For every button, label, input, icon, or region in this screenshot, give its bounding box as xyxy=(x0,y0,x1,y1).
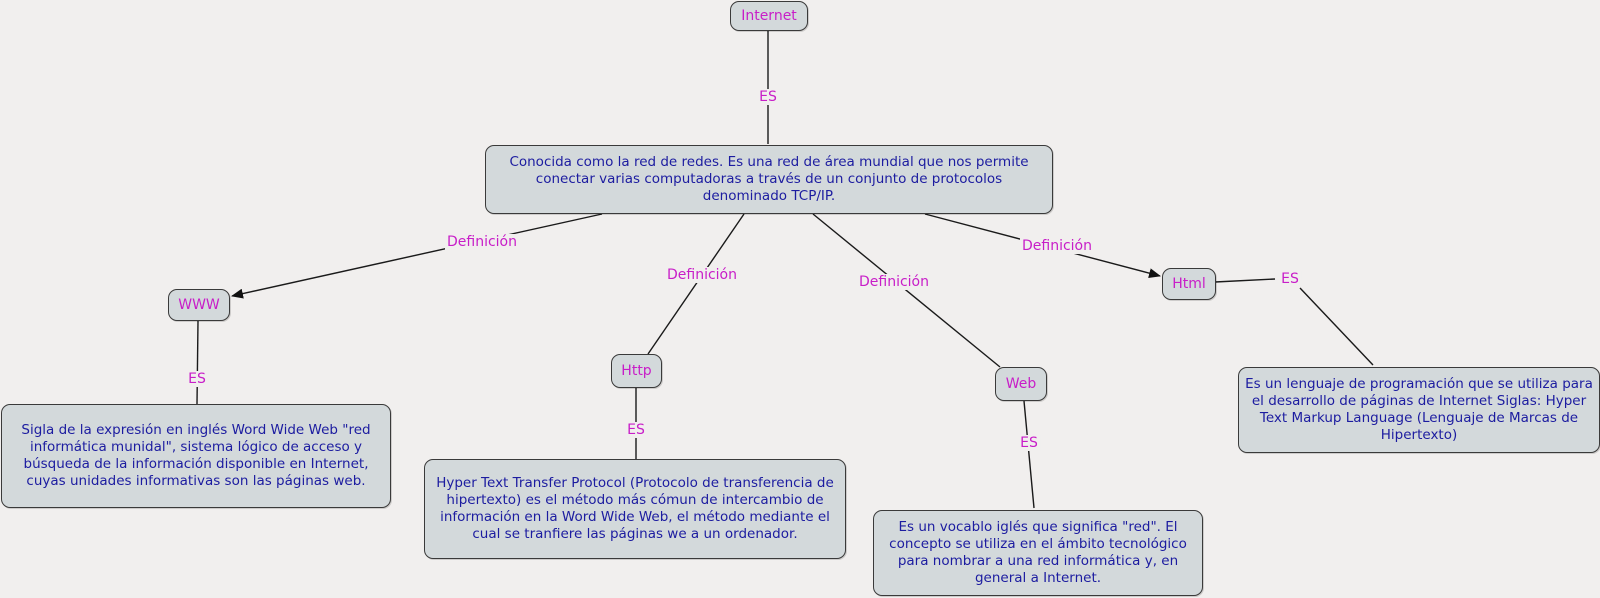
node-www-description-text: Sigla de la expresión en inglés Word Wid… xyxy=(21,422,371,489)
node-www[interactable]: WWW xyxy=(168,289,230,321)
node-web-description[interactable]: Es un vocablo iglés que significa "red".… xyxy=(873,510,1203,596)
node-html-label: Html xyxy=(1172,276,1206,292)
node-internet-description[interactable]: Conocida como la red de redes. Es una re… xyxy=(485,145,1053,214)
node-http-description[interactable]: Hyper Text Transfer Protocol (Protocolo … xyxy=(424,459,846,559)
link-label-http-es: ES xyxy=(625,422,647,438)
node-html-description[interactable]: Es un lenguaje de programación que se ut… xyxy=(1238,367,1600,453)
node-web-label: Web xyxy=(1005,376,1037,392)
node-web-description-text: Es un vocablo iglés que significa "red".… xyxy=(889,519,1187,586)
node-www-description[interactable]: Sigla de la expresión en inglés Word Wid… xyxy=(1,404,391,508)
node-html-description-text: Es un lenguaje de programación que se ut… xyxy=(1245,376,1593,443)
link-label-definicion-http: Definición xyxy=(665,267,739,283)
node-internet-label: Internet xyxy=(741,8,797,24)
node-http-description-text: Hyper Text Transfer Protocol (Protocolo … xyxy=(436,475,834,542)
node-internet-description-text: Conocida como la red de redes. Es una re… xyxy=(509,154,1029,204)
link-label-www-es: ES xyxy=(186,371,208,387)
node-http[interactable]: Http xyxy=(611,354,662,388)
link-label-definicion-html: Definición xyxy=(1020,238,1094,254)
link-label-internet-es: ES xyxy=(757,89,779,105)
node-web[interactable]: Web xyxy=(995,367,1047,401)
node-internet[interactable]: Internet xyxy=(730,1,808,31)
link-label-definicion-www: Definición xyxy=(445,234,519,250)
node-html[interactable]: Html xyxy=(1162,268,1216,300)
node-http-label: Http xyxy=(621,363,652,379)
link-label-web-es: ES xyxy=(1018,435,1040,451)
link-label-html-es: ES xyxy=(1279,271,1301,287)
node-www-label: WWW xyxy=(178,297,220,313)
link-label-definicion-web: Definición xyxy=(857,274,931,290)
